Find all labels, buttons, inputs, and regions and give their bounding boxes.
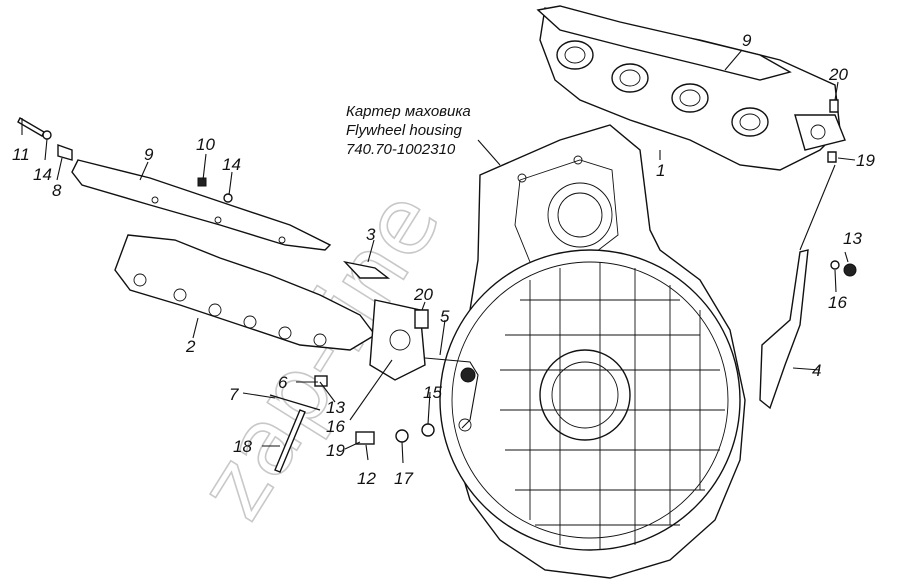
callout-3-gasket: 3 [366,225,376,244]
callout-19-nut-left: 19 [326,441,345,460]
callout-13-nut-left: 13 [326,398,345,417]
callout-9-heat-shield-right: 9 [742,31,752,50]
caption-russian: Картер маховика [346,103,471,120]
callout-1-manifold-right: 1 [656,161,665,180]
callout-20-stud-left: 20 [413,285,433,304]
caption-part-number: 740.70-1002310 [346,141,456,158]
callout-19-nut-right: 19 [856,151,875,170]
heat-shield-left [71,159,332,251]
callout-14-washer-upper: 14 [222,155,241,174]
callout-11-bolt: 11 [12,145,30,164]
callout-18-bolt: 18 [233,437,252,456]
callout-20-stud-right: 20 [828,65,848,84]
fasteners [17,99,857,473]
callout-6-sleeve: 6 [278,373,288,392]
callout-2-manifold-left: 2 [185,337,196,356]
callout-15-washer: 15 [423,383,442,402]
gasket [342,260,391,279]
callout-16-washer-right: 16 [828,293,847,312]
callout-8-spacer: 8 [52,181,62,200]
pipe [424,357,479,429]
callout-17-seal-ring: 17 [394,469,413,488]
callout-12-fitting: 12 [357,469,376,488]
heat-shield-right [536,5,792,81]
flywheel-housing [439,124,746,579]
bracket [759,249,809,410]
callout-5-pipe: 5 [440,307,450,326]
callout-4-bracket: 4 [812,361,821,380]
exhaust-manifold-left [114,234,426,381]
callout-16-washer-left: 16 [326,417,345,436]
caption-english: Flywheel housing [346,122,463,139]
callout-9-heat-shield-left: 9 [144,145,154,164]
leader-lines [21,49,856,464]
callout-13-nut-right: 13 [843,229,862,248]
callout-10-nut: 10 [196,135,215,154]
callout-14-washer-left: 14 [33,165,52,184]
part-caption: Картер маховика Flywheel housing 740.70-… [346,103,471,158]
callout-7-clamp: 7 [229,385,239,404]
